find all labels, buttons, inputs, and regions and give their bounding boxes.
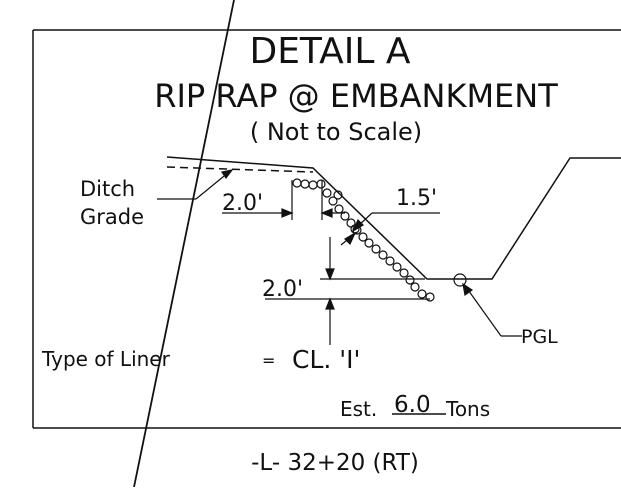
stone — [333, 190, 343, 200]
pgl-arrowhead — [462, 282, 474, 297]
stone — [328, 196, 338, 206]
leader-arrowhead — [221, 169, 234, 180]
stone — [371, 244, 381, 254]
ground-profile — [166, 156, 621, 280]
scale-note: ( Not to Scale) — [250, 118, 422, 146]
dim-depth — [265, 237, 430, 345]
dim-arrowhead — [325, 268, 335, 281]
diagonal-crossing-line — [133, 0, 235, 488]
stone — [364, 238, 374, 248]
dim-arrowhead — [351, 218, 364, 233]
stone — [405, 275, 415, 285]
estimate-prefix: Est. — [340, 397, 377, 421]
detail-subtitle: RIP RAP @ EMBANKMENT — [154, 77, 558, 115]
dim-arrowhead — [325, 297, 335, 310]
liner-equals: = — [262, 351, 275, 370]
dim-depth-label: 2.0' — [262, 277, 303, 302]
stone — [300, 179, 310, 189]
stone — [316, 179, 326, 189]
station-label: -L- 32+20 (RT) — [251, 450, 419, 476]
pgl-point — [453, 273, 467, 287]
dim-arrowhead — [281, 208, 294, 218]
stone — [392, 262, 402, 272]
frame — [32, 29, 621, 429]
ditch-grade-leader — [157, 169, 234, 200]
stone — [410, 282, 420, 292]
stone — [292, 178, 302, 188]
ground-line — [166, 156, 621, 280]
leader-line — [195, 171, 230, 200]
stone — [358, 232, 368, 242]
grade-label: Grade — [80, 205, 144, 229]
stone — [334, 204, 344, 214]
stone — [378, 250, 388, 260]
dim-left — [222, 180, 345, 220]
stone — [399, 268, 409, 278]
stone — [425, 292, 435, 302]
dim-slope-label: 1.5' — [396, 186, 437, 211]
dim-arrowhead — [344, 231, 357, 246]
ditch-label: Ditch — [80, 177, 135, 201]
estimate-unit: Tons — [445, 397, 490, 421]
liner-value: CL. 'I' — [292, 345, 360, 374]
ditch-grade-dashed-line — [166, 166, 314, 173]
pgl-leader — [465, 286, 502, 337]
rip-rap-stones — [292, 178, 435, 302]
dim-slope — [340, 212, 440, 246]
stone — [340, 211, 350, 221]
stone — [322, 188, 332, 198]
detail-title: DETAIL A — [249, 31, 410, 72]
stone — [385, 256, 395, 266]
pgl-marker — [453, 273, 522, 337]
stone — [308, 180, 318, 190]
dim-left-label: 2.0' — [222, 191, 263, 216]
liner-label: Type of Liner — [41, 347, 171, 371]
pgl-label: PGL — [521, 326, 558, 348]
dim-arrowhead — [320, 208, 333, 218]
stone — [417, 289, 427, 299]
